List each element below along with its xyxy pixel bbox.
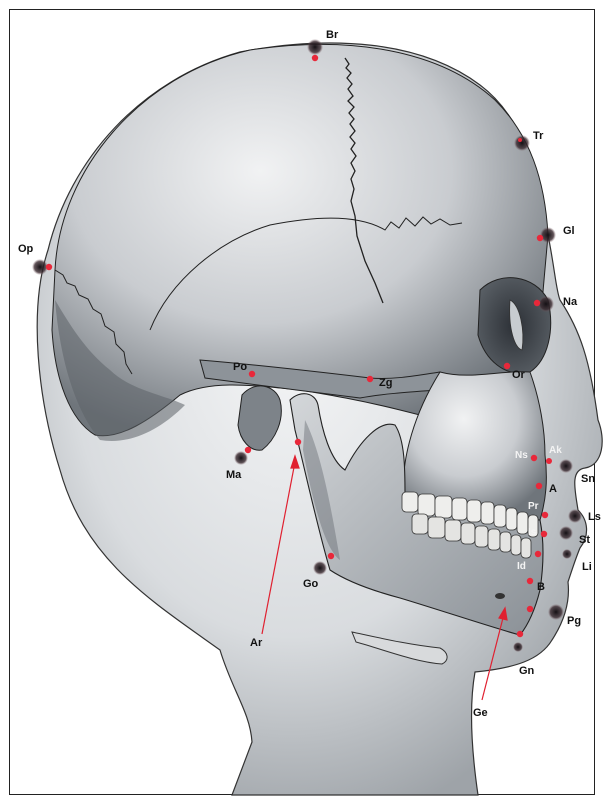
po-point: [249, 371, 255, 377]
pg-point: [527, 606, 533, 612]
label-po: Po: [233, 362, 247, 373]
label-ls: Ls: [588, 512, 601, 523]
ma-point: [245, 447, 251, 453]
label-st: St: [579, 535, 590, 546]
label-a: A: [549, 484, 557, 495]
na-soft-dot: [538, 296, 554, 312]
ls-soft-dot: [568, 509, 582, 523]
st-soft-dot: [559, 526, 573, 540]
ak-point: [546, 458, 552, 464]
gn-soft-dot: [513, 642, 523, 652]
label-is: Is: [528, 528, 536, 538]
ma-soft-dot: [234, 451, 248, 465]
go-point: [328, 553, 334, 559]
go-soft-dot: [313, 561, 327, 575]
op-point: [46, 264, 52, 270]
or-point: [504, 363, 510, 369]
op-soft-dot: [32, 259, 48, 275]
label-ns: Ns: [515, 451, 528, 461]
tr-soft-dot: [514, 135, 530, 151]
label-li: Li: [582, 562, 592, 573]
mental-foramen: [495, 593, 505, 599]
label-id: Id: [517, 562, 526, 572]
label-na: Na: [563, 297, 577, 308]
label-zg: Zg: [379, 378, 392, 389]
label-op: Op: [18, 244, 33, 255]
br-point: [312, 55, 318, 61]
label-pr: Pr: [528, 502, 539, 512]
is-point: [541, 531, 547, 537]
label-sn: Sn: [581, 474, 595, 485]
label-br: Br: [326, 30, 338, 41]
br-soft-dot: [307, 39, 323, 55]
ns-point: [531, 455, 537, 461]
label-gn: Gn: [519, 666, 534, 677]
zg-point: [367, 376, 373, 382]
label-go: Go: [303, 579, 318, 590]
label-b: B: [537, 582, 545, 593]
label-gl: Gl: [563, 226, 575, 237]
sn-soft-dot: [559, 459, 573, 473]
label-ma: Ma: [226, 470, 241, 481]
pg-soft-dot: [548, 604, 564, 620]
label-ak: Ak: [549, 446, 562, 456]
b-point: [527, 578, 533, 584]
label-or: Or: [512, 370, 525, 381]
label-ar: Ar: [250, 638, 262, 649]
label-pg: Pg: [567, 616, 581, 627]
pr-point: [542, 512, 548, 518]
ge-point: [517, 631, 523, 637]
label-ge: Ge: [473, 708, 488, 719]
ar-point: [295, 439, 301, 445]
a-point: [536, 483, 542, 489]
gl-soft-dot: [540, 227, 556, 243]
gl-point: [537, 235, 543, 241]
label-tr: Tr: [533, 131, 543, 142]
na-point: [534, 300, 540, 306]
li-soft-dot: [562, 549, 572, 559]
id-point: [535, 551, 541, 557]
tr-point: [518, 138, 522, 142]
